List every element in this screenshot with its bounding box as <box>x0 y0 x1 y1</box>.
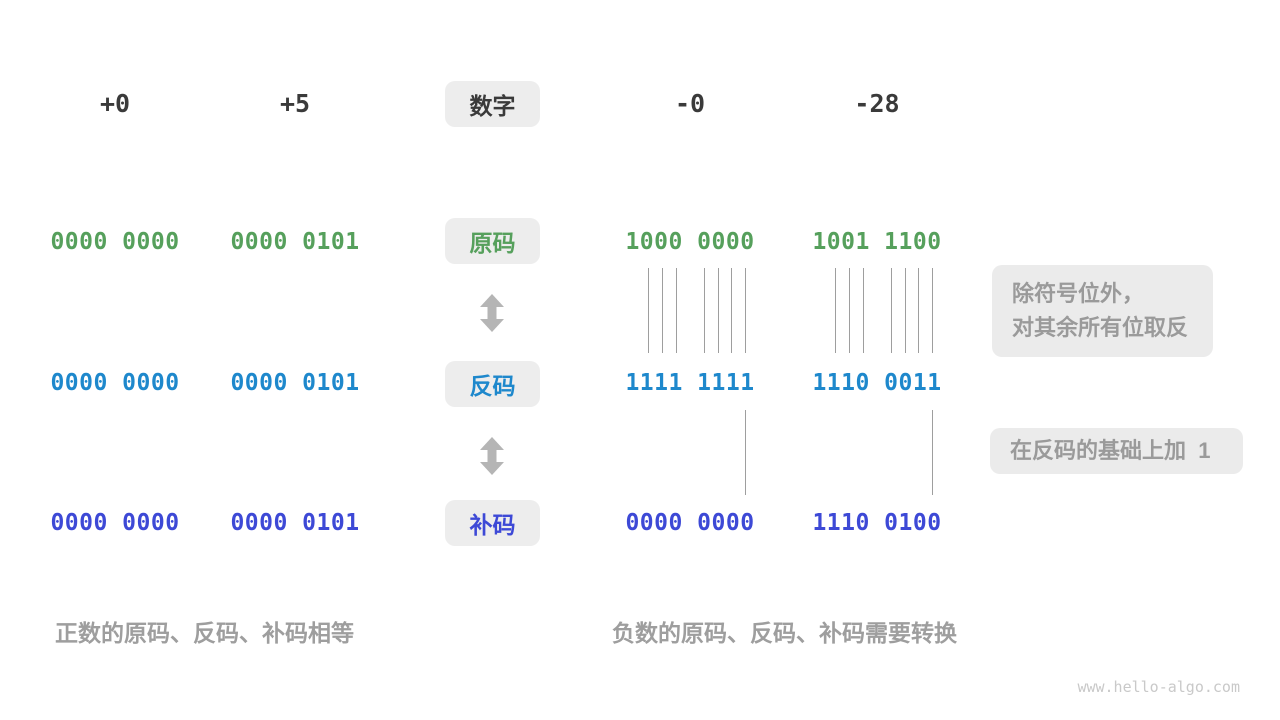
note-add-one: 在反码的基础上加 1 <box>990 428 1243 474</box>
bit-connector-line <box>835 268 836 353</box>
bit-connector-line <box>918 268 919 353</box>
ones-complement-value-minus-28: 1110 0011 <box>812 370 942 396</box>
header-number-label: 数字 <box>469 93 516 119</box>
ones-complement-label: 反码 <box>469 373 516 399</box>
note-invert-line2: 对其余所有位取反 <box>1012 315 1189 340</box>
header-number-chip: 数字 <box>445 81 540 127</box>
bit-connector-line <box>863 268 864 353</box>
sign-magnitude-value-minus-28: 1001 1100 <box>812 229 942 255</box>
bit-connector-line <box>648 268 649 353</box>
sign-magnitude-value-minus-zero: 1000 0000 <box>625 229 755 255</box>
header-plus-five: +5 <box>279 89 311 118</box>
bit-connector-line <box>745 410 746 495</box>
bit-connector-line <box>731 268 732 353</box>
bit-connector-line <box>905 268 906 353</box>
bit-connector-line <box>932 410 933 495</box>
bit-connector-line <box>932 268 933 353</box>
caption-negative-numbers: 负数的原码、反码、补码需要转换 <box>612 620 957 646</box>
watermark: www.hello-algo.com <box>1077 678 1240 696</box>
sign-magnitude-label: 原码 <box>469 230 516 256</box>
twos-complement-value-minus-zero: 0000 0000 <box>625 510 755 536</box>
twos-complement-value-plus-zero: 0000 0000 <box>50 510 180 536</box>
bit-connector-line <box>662 268 663 353</box>
up-down-arrow-icon <box>480 437 504 475</box>
twos-complement-label: 补码 <box>469 512 516 538</box>
bit-connector-line <box>891 268 892 353</box>
sign-magnitude-value-plus-five: 0000 0101 <box>230 229 360 255</box>
bit-connector-line <box>718 268 719 353</box>
twos-complement-value-plus-five: 0000 0101 <box>230 510 360 536</box>
ones-complement-value-plus-zero: 0000 0000 <box>50 370 180 396</box>
note-invert-bits: 除符号位外， 对其余所有位取反 <box>992 265 1213 357</box>
bit-connector-line <box>676 268 677 353</box>
ones-complement-value-plus-five: 0000 0101 <box>230 370 360 396</box>
sign-magnitude-value-plus-zero: 0000 0000 <box>50 229 180 255</box>
twos-complement-chip: 补码 <box>445 500 540 546</box>
header-minus-28: -28 <box>854 89 900 118</box>
up-down-arrow-icon <box>480 294 504 332</box>
header-plus-zero: +0 <box>99 89 131 118</box>
ones-complement-value-minus-zero: 1111 1111 <box>625 370 755 396</box>
note-invert-line1: 除符号位外， <box>1012 281 1145 306</box>
twos-complement-value-minus-28: 1110 0100 <box>812 510 942 536</box>
bit-connector-line <box>745 268 746 353</box>
caption-positive-numbers: 正数的原码、反码、补码相等 <box>55 620 354 646</box>
bit-connector-line <box>704 268 705 353</box>
sign-magnitude-chip: 原码 <box>445 218 540 264</box>
ones-complement-chip: 反码 <box>445 361 540 407</box>
bit-connector-line <box>849 268 850 353</box>
header-minus-zero: -0 <box>674 89 706 118</box>
